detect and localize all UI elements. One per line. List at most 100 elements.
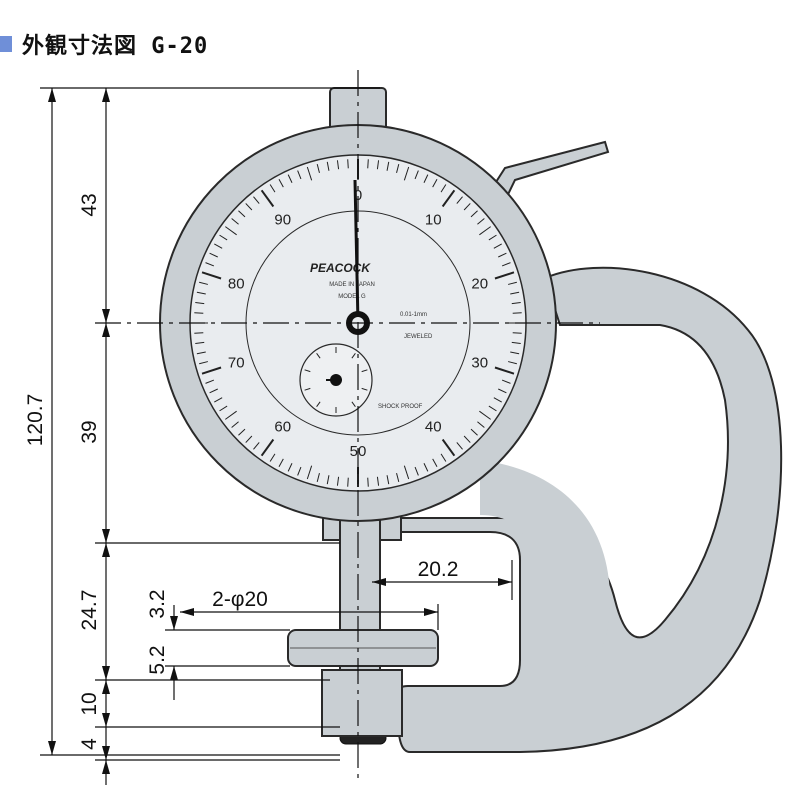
dial-tick	[510, 351, 520, 355]
dial-tick	[479, 226, 491, 236]
dial-tick	[214, 243, 223, 249]
dial-tick	[440, 453, 447, 462]
dial-number: 0	[354, 187, 362, 204]
dial-tick	[403, 166, 410, 181]
dial-tick	[498, 252, 507, 258]
dimension-lines	[40, 87, 513, 785]
dial-tick	[501, 379, 511, 384]
dial-number: 20	[471, 275, 488, 292]
dial-tick	[245, 435, 253, 443]
dial-number: 30	[471, 355, 488, 372]
dial-tick	[511, 301, 521, 305]
dim-base: 4	[78, 738, 101, 750]
dial-tick	[287, 463, 293, 472]
dial-tick	[326, 161, 330, 171]
dial-tick	[423, 174, 429, 183]
dial-tick	[209, 252, 218, 258]
dial-tick	[201, 366, 222, 375]
dial-tick	[278, 458, 284, 467]
dial-tick	[306, 166, 313, 181]
dial-tick	[396, 164, 400, 173]
dial-tick	[336, 160, 340, 170]
dial-tick	[225, 410, 237, 420]
title-bar: 外観寸法図 G-20	[0, 28, 208, 60]
dial-tick	[336, 476, 340, 486]
dial-tick	[488, 405, 497, 412]
dial-tick	[414, 466, 419, 476]
dial-tick	[269, 184, 276, 193]
dial-tick	[386, 161, 390, 171]
dial-tick	[508, 281, 517, 285]
dim-lower-section: 24.7	[78, 590, 101, 631]
dial-ticks	[194, 159, 522, 487]
sub-dial-tick	[316, 353, 321, 359]
dial-graduation: 0.01-1mm	[400, 312, 427, 318]
dial-number: 10	[425, 211, 442, 228]
dim-throat-depth: 20.2	[418, 558, 459, 581]
dial-tick	[209, 388, 218, 394]
dial-tick	[297, 466, 302, 476]
dial-tick	[477, 421, 485, 428]
dim-middle-section: 39	[78, 420, 101, 443]
dial-tick	[253, 442, 260, 450]
dial-tick	[194, 312, 204, 314]
dial-tick	[512, 312, 522, 314]
c-frame-lower-arm	[480, 460, 610, 680]
dial-tick	[511, 341, 521, 345]
dial-number: 40	[425, 419, 442, 436]
sub-dial-tick	[361, 369, 368, 373]
dial-tick	[367, 159, 369, 169]
dial-tick	[347, 159, 349, 169]
lower-spindle	[321, 669, 403, 737]
dial-tick	[432, 458, 438, 467]
dial-tick	[219, 405, 228, 412]
dim-anvil-diameter: 2-φ20	[212, 588, 268, 611]
dial-tick	[440, 184, 447, 193]
dial-number: 70	[228, 355, 245, 372]
dial-tick	[441, 438, 456, 457]
dial-tick	[231, 218, 239, 225]
dial-tick	[423, 463, 429, 472]
dial-tick	[201, 271, 222, 280]
dial-tick	[456, 196, 463, 204]
dial-tick	[441, 189, 456, 208]
dial-tick	[238, 210, 246, 218]
dial-tick	[508, 361, 517, 365]
dial-tick	[376, 160, 380, 170]
dial-tick	[245, 203, 253, 211]
dial-tick	[238, 428, 246, 436]
dial-tick	[494, 366, 515, 375]
dial-tick	[501, 262, 511, 267]
dial-tick	[432, 179, 438, 188]
dial-tick	[367, 477, 369, 487]
dial-tick	[306, 465, 313, 480]
dial-tick	[205, 379, 215, 384]
dial-tick	[456, 442, 463, 450]
dial-tick	[205, 262, 215, 267]
dial-tick	[493, 243, 502, 249]
dial-tick	[316, 164, 320, 173]
page-title: 外観寸法図 G-20	[22, 34, 209, 59]
sub-dial-tick	[304, 369, 311, 373]
dial-tick	[414, 170, 419, 180]
dial-tick	[386, 475, 390, 485]
dim-top-section: 43	[78, 193, 101, 216]
dim-total-height: 120.7	[24, 394, 47, 447]
dial-made-in: MADE IN JAPAN	[329, 282, 375, 288]
dial-tick	[376, 476, 380, 486]
dial-tick	[494, 271, 515, 280]
dim-bottom-offset: 10	[78, 692, 101, 715]
sub-dial-tick	[351, 353, 356, 359]
dial-number: 60	[274, 419, 291, 436]
c-frame-body	[371, 266, 783, 753]
dial-tick	[493, 397, 502, 403]
dial-tick	[260, 438, 275, 457]
sub-dial-tick	[351, 401, 356, 407]
dial-tick	[219, 234, 228, 241]
dial-tick	[498, 388, 507, 394]
sub-dial-ticks	[304, 347, 368, 413]
dial-tick	[463, 435, 471, 443]
dial-tick	[195, 341, 205, 345]
